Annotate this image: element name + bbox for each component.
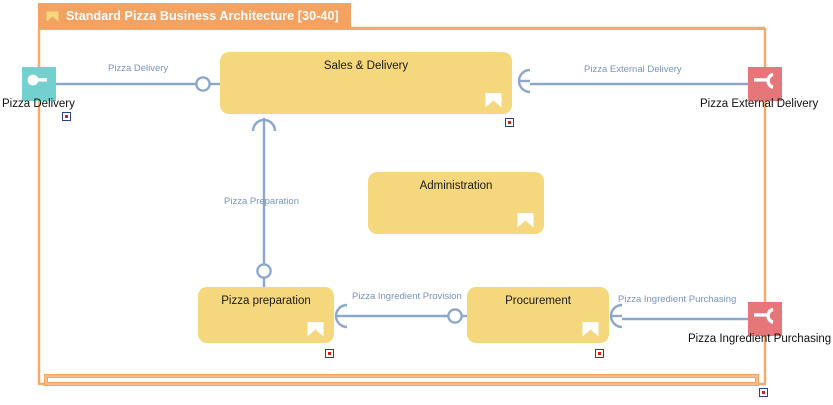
block-title-procurement: Procurement — [505, 295, 571, 307]
frame-footer-strip-inner — [47, 377, 756, 383]
port-label-pizza-ingredient-purchasing: Pizza Ingredient Purchasing — [688, 333, 832, 345]
block-administration[interactable]: Administration — [368, 172, 544, 234]
port-pizza-delivery[interactable] — [22, 67, 56, 101]
block-title-sales-delivery: Sales & Delivery — [323, 60, 409, 72]
port-label-pizza-external-delivery: Pizza External Delivery — [700, 98, 819, 110]
package-frame-title-tab[interactable]: Standard Pizza Business Architecture [30… — [38, 3, 351, 29]
connector-pizza-preparation[interactable] — [251, 118, 277, 288]
marker-icon-pizza-preparation[interactable] — [325, 349, 334, 358]
frame-footer-strip[interactable] — [44, 374, 759, 386]
connector-label-pizza-external-delivery: Pizza External Delivery — [584, 64, 682, 75]
required-interface-socket-icon — [754, 307, 774, 324]
component-flag-icon — [582, 322, 599, 337]
marker-icon-sales-delivery[interactable] — [505, 118, 514, 127]
block-procurement[interactable]: Procurement — [467, 287, 609, 343]
component-flag-icon — [46, 11, 59, 21]
connector-label-pizza-ingredient-purchasing: Pizza Ingredient Purchasing — [618, 294, 737, 305]
block-sales-delivery[interactable]: Sales & Delivery — [220, 52, 512, 114]
port-label-pizza-delivery: Pizza Delivery — [2, 98, 75, 110]
package-frame-title: Standard Pizza Business Architecture [30… — [66, 9, 339, 23]
connector-label-pizza-preparation: Pizza Preparation — [224, 196, 299, 207]
provided-interface-lollipop-icon — [27, 74, 47, 86]
connector-pizza-ingredient-purchasing[interactable] — [609, 303, 748, 329]
connector-pizza-delivery[interactable] — [56, 76, 220, 92]
component-flag-icon — [485, 93, 502, 108]
required-interface-socket-icon — [754, 72, 774, 89]
marker-icon-pizza-delivery-port[interactable] — [62, 112, 71, 121]
block-title-pizza-preparation: Pizza preparation — [221, 295, 311, 307]
connector-label-pizza-ingredient-provision: Pizza Ingredient Provision — [352, 291, 462, 302]
marker-icon-frame[interactable] — [759, 388, 768, 397]
connector-pizza-ingredient-provision[interactable] — [334, 303, 472, 329]
port-pizza-ingredient-purchasing[interactable] — [748, 302, 782, 336]
component-flag-icon — [307, 322, 324, 337]
marker-icon-procurement[interactable] — [595, 349, 604, 358]
port-pizza-external-delivery[interactable] — [748, 67, 782, 101]
block-pizza-preparation[interactable]: Pizza preparation — [198, 287, 334, 343]
block-title-administration: Administration — [419, 180, 493, 192]
component-flag-icon — [517, 213, 534, 228]
connector-label-pizza-delivery: Pizza Delivery — [108, 63, 169, 74]
connector-pizza-external-delivery[interactable] — [517, 68, 748, 94]
